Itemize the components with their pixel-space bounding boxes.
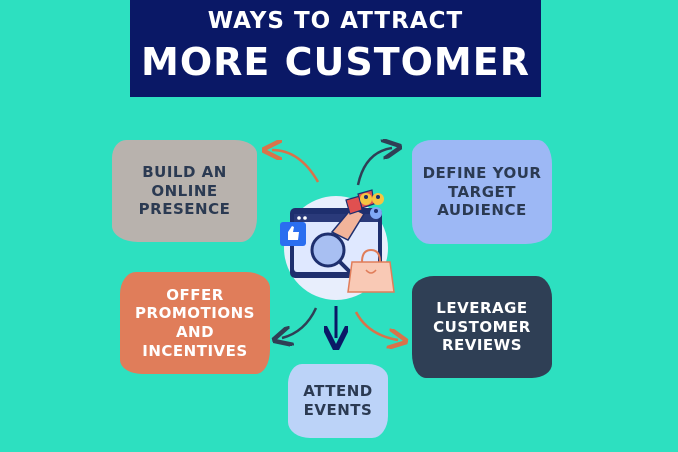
title-banner: WAYS TO ATTRACT MORE CUSTOMER [130, 0, 541, 97]
arrow-to-reviews [354, 311, 398, 340]
center-illustration-icon [284, 189, 388, 300]
card-label: ATTEND EVENTS [303, 382, 373, 419]
title-line-1: WAYS TO ATTRACT [207, 8, 464, 34]
person-icons [360, 193, 384, 219]
thumbs-up-icon [280, 222, 306, 246]
card-label: DEFINE YOUR TARGET AUDIENCE [422, 163, 542, 220]
shopping-bag-icon [347, 248, 395, 293]
card-build-online-presence: BUILD AN ONLINE PRESENCE [112, 140, 257, 242]
card-label: LEVERAGE CUSTOMER REVIEWS [433, 298, 531, 355]
card-attend-events: ATTEND EVENTS [288, 364, 388, 438]
card-label: BUILD AN ONLINE PRESENCE [138, 162, 231, 219]
arrow-to-promotions [282, 307, 318, 338]
card-offer-promotions: OFFER PROMOTIONS AND INCENTIVES [120, 272, 270, 374]
title-line-2: MORE CUSTOMER [141, 40, 530, 84]
card-leverage-reviews: LEVERAGE CUSTOMER REVIEWS [412, 276, 552, 378]
card-label: OFFER PROMOTIONS AND INCENTIVES [135, 285, 255, 360]
arrow-to-target-audience [356, 148, 392, 186]
card-define-target-audience: DEFINE YOUR TARGET AUDIENCE [412, 140, 552, 244]
arrow-to-online-presence [272, 150, 320, 183]
